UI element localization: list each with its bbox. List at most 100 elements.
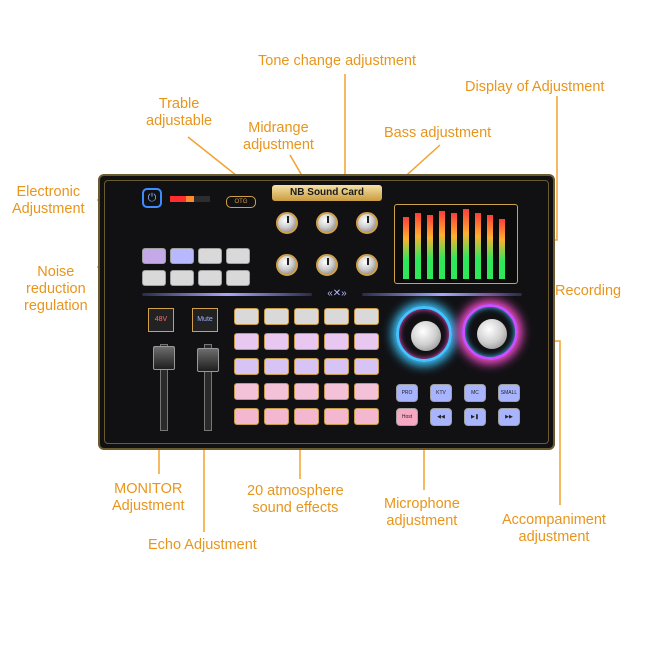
monitor-fader[interactable] bbox=[153, 346, 175, 370]
callout-noise-line1: Noise bbox=[37, 264, 75, 280]
sound-effect-pad[interactable] bbox=[294, 383, 319, 400]
callout-midrange-line2: adjustment bbox=[243, 137, 314, 153]
sound-effect-pad[interactable] bbox=[294, 333, 319, 350]
gold-trim-frame bbox=[104, 180, 549, 444]
callout-electronic-line2: Adjustment bbox=[12, 201, 85, 217]
sound-effect-pad[interactable] bbox=[354, 358, 379, 375]
midrange-knob[interactable] bbox=[316, 212, 338, 234]
sound-effect-pad[interactable] bbox=[264, 358, 289, 375]
callout-accompaniment-line2: adjustment bbox=[518, 529, 590, 545]
meter-bar bbox=[415, 213, 421, 279]
monitor-fader-track bbox=[160, 344, 168, 431]
sound-effect-pad[interactable] bbox=[294, 358, 319, 375]
sound-effect-pad[interactable] bbox=[264, 408, 289, 425]
meter-bar bbox=[451, 213, 457, 279]
center-chevron-logo: «✕» bbox=[327, 288, 347, 299]
callout-midrange-line1: Midrange bbox=[248, 120, 309, 136]
sound-effect-pad[interactable] bbox=[264, 333, 289, 350]
sound-effect-pad[interactable] bbox=[324, 383, 349, 400]
callout-monitor-line2: Adjustment bbox=[112, 498, 185, 514]
mode-button[interactable] bbox=[142, 270, 166, 286]
mode-button[interactable] bbox=[198, 248, 222, 264]
callout-treble-line2: adjustable bbox=[146, 113, 213, 129]
light-strip-left bbox=[142, 293, 312, 296]
callout-display: Display of Adjustment bbox=[465, 79, 605, 95]
callout-electronic-line1: Electronic bbox=[16, 184, 81, 200]
sound-effect-pad[interactable] bbox=[234, 333, 259, 350]
callout-atmosphere-line2: sound effects bbox=[252, 500, 339, 516]
sound-effect-pad[interactable] bbox=[354, 383, 379, 400]
sound-effect-pad[interactable] bbox=[324, 358, 349, 375]
pro-button[interactable]: PRO bbox=[396, 384, 418, 402]
brand-label: NB Sound Card bbox=[272, 185, 382, 201]
callout-noise-line2: reduction bbox=[26, 281, 86, 297]
callout-treble-line1: Trable bbox=[158, 96, 200, 112]
sound-effect-pad[interactable] bbox=[234, 383, 259, 400]
treble-knob[interactable] bbox=[276, 212, 298, 234]
sound-card-device: NB Sound Card ⏻ OTG «✕» 48V Mute bbox=[98, 174, 555, 450]
power-icon[interactable]: ⏻ bbox=[142, 188, 162, 208]
mode-button[interactable] bbox=[170, 248, 194, 264]
tone-change-knob[interactable] bbox=[316, 254, 338, 276]
sound-effect-pad[interactable] bbox=[354, 408, 379, 425]
callout-accompaniment-line1: Accompaniment bbox=[502, 512, 606, 528]
48v-button[interactable]: 48V bbox=[148, 308, 174, 332]
callout-noise-line3: regulation bbox=[24, 298, 88, 314]
sound-effect-pad[interactable] bbox=[294, 308, 319, 325]
mode-button[interactable] bbox=[170, 270, 194, 286]
meter-bar bbox=[487, 215, 493, 279]
ktv-button[interactable]: KTV bbox=[430, 384, 452, 402]
play-pause-icon[interactable]: ▶❚ bbox=[464, 408, 486, 426]
otg-badge: OTG bbox=[226, 196, 256, 208]
level-meter-display bbox=[394, 204, 518, 284]
sound-effect-pad[interactable] bbox=[234, 308, 259, 325]
echo-fader-track bbox=[204, 344, 212, 431]
mode-button[interactable] bbox=[226, 248, 250, 264]
sound-effect-pad[interactable] bbox=[294, 408, 319, 425]
microphone-knob[interactable] bbox=[396, 306, 452, 362]
sound-effect-pad[interactable] bbox=[234, 358, 259, 375]
meter-bar bbox=[475, 213, 481, 279]
callout-tone-change: Tone change adjustment bbox=[258, 53, 416, 69]
host-button[interactable]: Host bbox=[396, 408, 418, 426]
sound-effect-pad[interactable] bbox=[354, 308, 379, 325]
bass-knob[interactable] bbox=[356, 212, 378, 234]
sound-effect-pad[interactable] bbox=[324, 333, 349, 350]
echo-fader[interactable] bbox=[197, 348, 219, 372]
meter-bar bbox=[439, 211, 445, 279]
sound-effect-pad[interactable] bbox=[324, 408, 349, 425]
fast-forward-icon[interactable]: ▶▶ bbox=[498, 408, 520, 426]
sound-effect-pad[interactable] bbox=[324, 308, 349, 325]
mc-button[interactable]: MC bbox=[464, 384, 486, 402]
mode-button[interactable] bbox=[226, 270, 250, 286]
meter-bar bbox=[403, 217, 409, 279]
meter-bar bbox=[427, 215, 433, 279]
mode-button[interactable] bbox=[198, 270, 222, 286]
mode-button[interactable] bbox=[142, 248, 166, 264]
accompaniment-knob[interactable] bbox=[462, 304, 518, 360]
callout-bass: Bass adjustment bbox=[384, 125, 492, 141]
sound-effect-pad[interactable] bbox=[264, 383, 289, 400]
noise-reduction-knob[interactable] bbox=[276, 254, 298, 276]
callout-echo: Echo Adjustment bbox=[148, 537, 257, 553]
sound-effect-pad[interactable] bbox=[354, 333, 379, 350]
small-echo-button[interactable]: SMALL ECHO bbox=[498, 384, 520, 402]
led-indicator-strip bbox=[170, 196, 210, 202]
light-strip-right bbox=[362, 293, 522, 296]
recording-knob[interactable] bbox=[356, 254, 378, 276]
sound-effect-pad[interactable] bbox=[234, 408, 259, 425]
meter-bar bbox=[499, 219, 505, 279]
callout-microphone-line2: adjustment bbox=[386, 513, 458, 529]
mute-button[interactable]: Mute bbox=[192, 308, 218, 332]
sound-effect-pad[interactable] bbox=[264, 308, 289, 325]
callout-microphone-line1: Microphone bbox=[384, 496, 460, 512]
rewind-icon[interactable]: ◀◀ bbox=[430, 408, 452, 426]
meter-bar bbox=[463, 209, 469, 279]
